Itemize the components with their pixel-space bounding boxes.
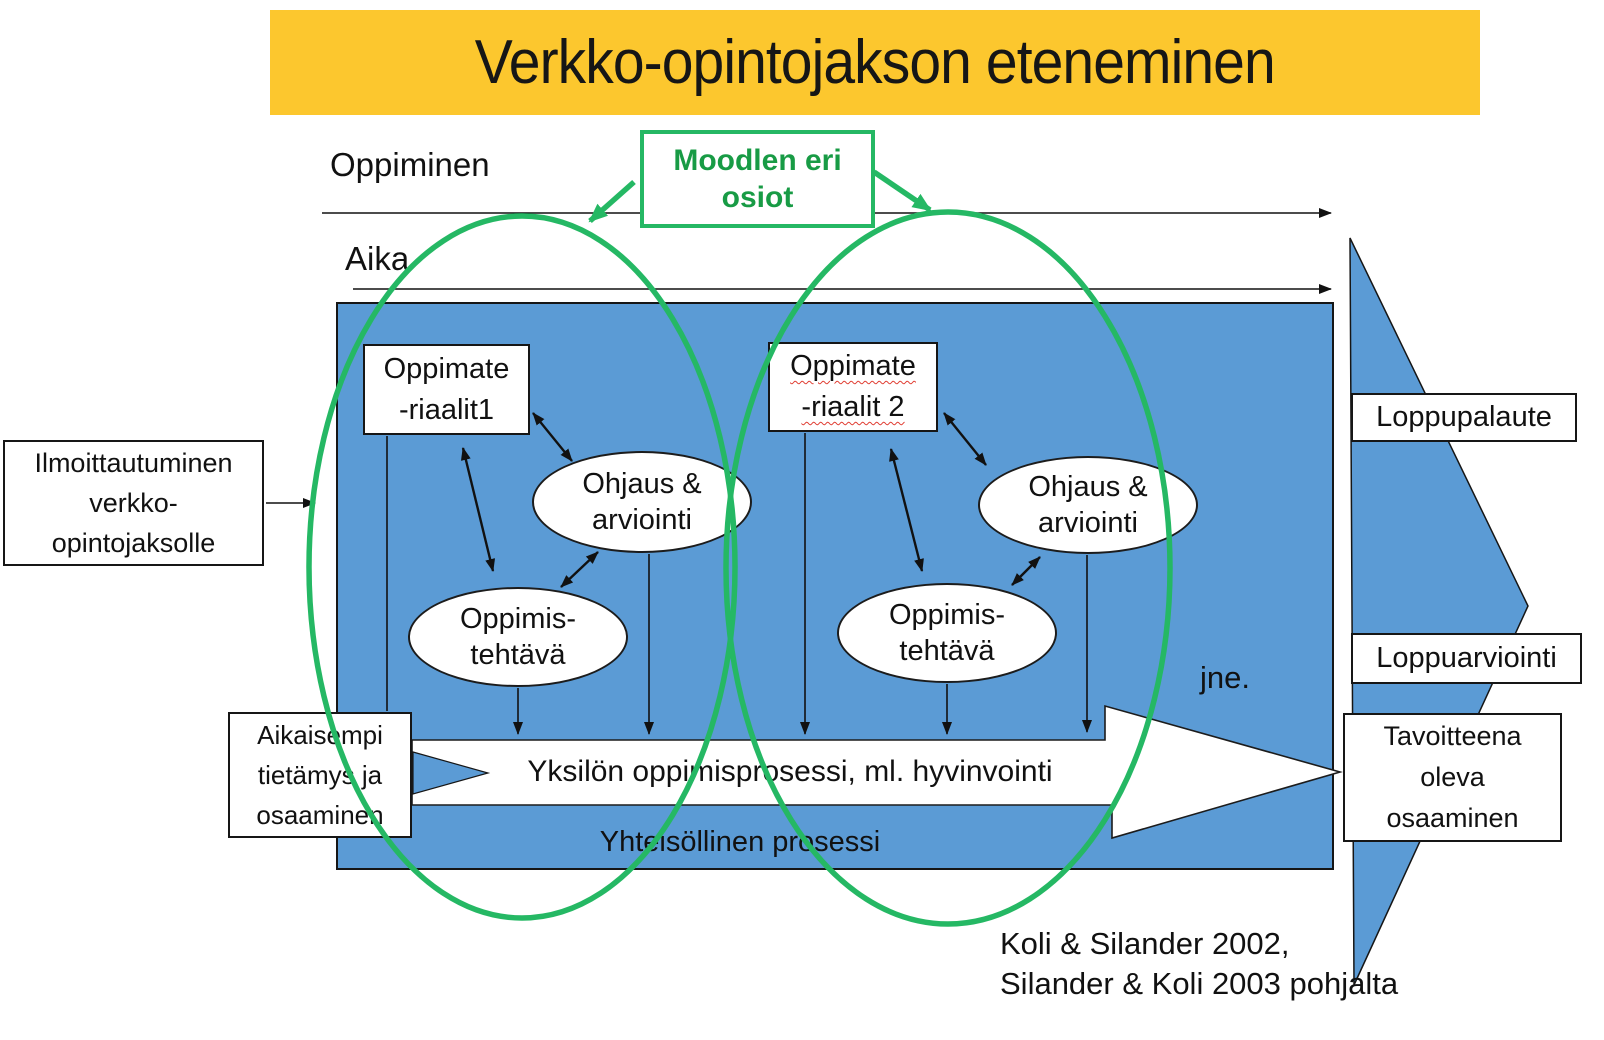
citation: Koli & Silander 2002, Silander & Koli 20…	[1000, 924, 1398, 1004]
target-line: oleva	[1420, 762, 1485, 792]
target-line: osaaminen	[1386, 803, 1519, 833]
enrollment-line: Ilmoittautuminen	[34, 448, 233, 478]
guidance2-line: Ohjaus &	[1028, 471, 1148, 503]
guidance1-ellipse: Ohjaus & arviointi	[532, 451, 752, 553]
enrollment-line: verkko-	[89, 488, 178, 518]
materials2-box: Oppimate -riaalit 2	[768, 342, 938, 432]
target-line: Tavoitteena	[1383, 721, 1522, 751]
time-label: Aika	[345, 240, 410, 277]
materials2-line: -riaalit 2	[801, 391, 905, 423]
final-assessment-label: Loppuarviointi	[1376, 642, 1557, 674]
prior-line: Aikaisempi	[257, 720, 383, 750]
materials1-box: Oppimate -riaalit1	[363, 344, 530, 435]
guidance1-line: Ohjaus &	[582, 468, 702, 500]
moodle-sections-callout: Moodlen eri osiot	[640, 130, 875, 228]
task1-line: Oppimis-	[459, 603, 576, 635]
task2-line: tehtävä	[899, 635, 995, 667]
guidance2-line: arviointi	[1038, 507, 1138, 539]
final-assessment-box: Loppuarviointi	[1351, 633, 1582, 684]
collective-process-label: Yhteisöllinen prosessi	[599, 826, 881, 858]
big-right-arrow	[1349, 237, 1529, 986]
guidance2-ellipse: Ohjaus & arviointi	[978, 456, 1198, 554]
guidance1-line: arviointi	[592, 504, 692, 536]
prior-line: tietämys ja	[257, 760, 383, 790]
prior-knowledge-box: Aikaisempi tietämys ja osaaminen	[228, 712, 412, 838]
task1-ellipse: Oppimis- tehtävä	[408, 587, 628, 687]
callout-line: Moodlen eri	[673, 144, 842, 177]
materials2-line: Oppimate	[790, 350, 916, 382]
task1-line: tehtävä	[470, 639, 566, 671]
task2-line: Oppimis-	[888, 599, 1005, 631]
materials1-line: -riaalit1	[398, 393, 495, 426]
citation-line: Silander & Koli 2003 pohjalta	[1000, 966, 1399, 1001]
materials1-line: Oppimate	[383, 352, 510, 385]
target-competence-box: Tavoitteena oleva osaaminen	[1343, 713, 1562, 842]
final-feedback-label: Loppupalaute	[1376, 401, 1552, 433]
slide-title: Verkko-opintojakson eteneminen	[474, 28, 1276, 97]
title-banner: Verkko-opintojakson eteneminen	[270, 10, 1480, 115]
final-feedback-box: Loppupalaute	[1351, 393, 1577, 442]
etc-label: jne.	[1200, 660, 1250, 695]
enrollment-line: opintojaksolle	[51, 528, 216, 558]
learning-label: Oppiminen	[330, 146, 490, 183]
callout-line: osiot	[721, 181, 794, 214]
prior-line: osaaminen	[256, 800, 384, 830]
citation-line: Koli & Silander 2002,	[1000, 926, 1290, 961]
individual-process-label: Yksilön oppimisprosessi, ml. hyvinvointi	[527, 755, 1053, 788]
task2-ellipse: Oppimis- tehtävä	[837, 583, 1057, 683]
enrollment-box: Ilmoittautuminen verkko- opintojaksolle	[3, 440, 264, 566]
